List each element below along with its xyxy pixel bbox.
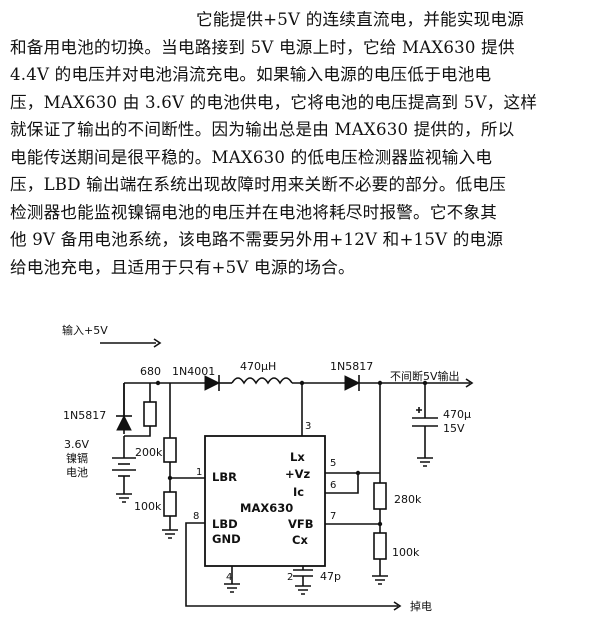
alarm-label: 掉电 [410, 599, 432, 613]
paragraph-line: 压，LBD 输出端在系统出现故障时用来关断不必要的部分。低电压 [10, 175, 507, 194]
inductor-label: 470μH [240, 360, 276, 373]
paragraph-line: 和备用电池的切换。当电路接到 5V 电源上时，它给 MAX630 提供 [10, 37, 515, 57]
paragraph-line: 给电池充电，且适用于只有+5V 电源的场合。 [10, 257, 355, 277]
pin-vz-label: +Vz [285, 467, 311, 481]
pin-vfb-label: VFB [288, 517, 314, 531]
vz-ic-wiring [325, 383, 381, 494]
gnd-pin [224, 566, 240, 593]
paragraph-line: 4.4V 的电压并对电池涓流充电。如果输入电源的电压低于电池电 [10, 65, 492, 84]
resistor-680 [124, 383, 157, 437]
cx-capacitor [293, 566, 313, 595]
top-rail [155, 380, 205, 386]
input-label: 输入+5V [62, 323, 108, 337]
ic-name-label: MAX630 [240, 501, 293, 515]
pin-lbd-label: LBD [212, 517, 238, 531]
r-100k-right-label: 100k [392, 546, 420, 559]
divider-left [162, 383, 205, 539]
inductor-470uh [231, 377, 345, 436]
cap-cx-label: 47p [320, 570, 341, 583]
description-paragraph: 它能提供+5V 的连续直流电，并能实现电源 和备用电池的切换。当电路接到 5V … [10, 6, 582, 281]
max630-ic [204, 435, 326, 567]
diode-1n4001 [204, 375, 232, 391]
pin-ic-label: Ic [293, 485, 304, 499]
paragraph-line: 检测器也能监视镍镉电池的电压并在电池将耗尽时报警。它不象其 [10, 202, 498, 222]
pin-gnd-label: GND [212, 532, 241, 546]
cap-out-value: 470μ [443, 408, 471, 421]
pin-lbr-label: LBR [212, 470, 237, 484]
paragraph-line: 它能提供+5V 的连续直流电，并能实现电源 [196, 10, 525, 29]
paragraph-line: 压，MAX630 由 3.6V 的电池供电，它将电池的电压提高到 5V，这样 [10, 92, 538, 112]
battery [112, 436, 136, 503]
pin-number: 4 [226, 572, 232, 583]
pin-number: 2 [287, 572, 293, 583]
circuit-diagram: 输入+5V 680 1N4001 470μH 1N5817 不间断5V输出 [62, 323, 474, 613]
pin-lx-label: Lx [290, 450, 305, 464]
pin-number: 3 [305, 421, 311, 432]
pin-number: 7 [330, 511, 336, 522]
pin-number: 1 [196, 467, 202, 478]
battery-type-1: 镍镉 [66, 451, 88, 465]
output-capacitor [412, 383, 438, 467]
divider-right [325, 482, 388, 585]
output-label: 不间断5V输出 [390, 369, 460, 383]
diode-left-label: 1N5817 [63, 409, 106, 422]
resistor-680-label: 680 [140, 365, 161, 378]
paragraph-line: 就保证了输出的不间断性。因为输出总是由 MAX630 提供的，所以 [10, 120, 515, 139]
r-200k-label: 200k [135, 446, 163, 459]
diode-output-label: 1N5817 [330, 360, 373, 373]
pin-number: 5 [330, 458, 336, 469]
r-280k-label: 280k [394, 493, 422, 506]
diode-left-1n5817 [116, 383, 132, 431]
cap-out-voltage: 15V [443, 422, 465, 435]
battery-voltage: 3.6V [64, 438, 89, 451]
diode-output-1n5817 [344, 375, 474, 391]
paragraph-line: 他 9V 备用电池系统，该电路不需要另外用+12V 和+15V 的电源 [10, 230, 504, 249]
pin-cx-label: Cx [292, 533, 308, 547]
battery-type-2: 电池 [66, 466, 88, 479]
pin-number: 6 [330, 480, 336, 491]
diode-1n4001-label: 1N4001 [172, 365, 215, 378]
lbd-output-line [185, 522, 402, 611]
paragraph-line: 电能传送期间是很平稳的。MAX630 的低电压检测器监视输入电 [10, 147, 493, 167]
r-100k-left-label: 100k [134, 500, 162, 513]
pin-number: 8 [193, 511, 199, 522]
